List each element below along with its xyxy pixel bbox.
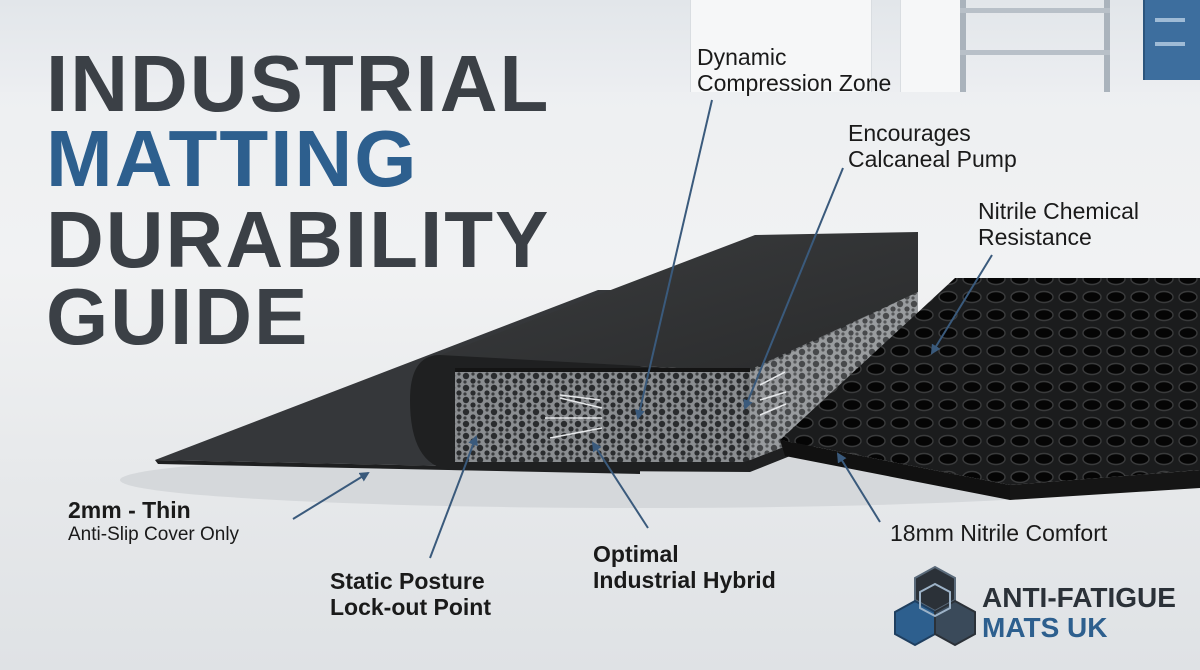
callout-text: Industrial Hybrid [593, 567, 776, 593]
callout-text: Anti-Slip Cover Only [68, 524, 240, 545]
arrow-nitrile-comfort [836, 452, 881, 523]
callout-text: Lock-out Point [330, 594, 491, 620]
callout-text: Calcaneal Pump [848, 146, 1017, 172]
callout-static-posture: Static Posture Lock-out Point [330, 568, 491, 620]
callout-dynamic-compression: Dynamic Compression Zone [697, 44, 891, 96]
callout-text: Dynamic [697, 44, 787, 70]
background-cabinet [1143, 0, 1200, 80]
callout-text: Resistance [978, 224, 1092, 250]
foam-core-side [745, 292, 918, 462]
title-line-3: DURABILITY [46, 195, 551, 284]
callout-calcaneal-pump: Encourages Calcaneal Pump [848, 120, 1017, 172]
perforated-surface [780, 278, 1200, 485]
arrow-calcaneal-pump [743, 167, 844, 410]
cabinet-handle [1155, 42, 1185, 46]
arrow-nitrile-resistance [930, 254, 993, 355]
background-shelving [960, 0, 1140, 92]
cabinet-handle [1155, 18, 1185, 22]
callout-optimal-hybrid: Optimal Industrial Hybrid [593, 541, 776, 593]
airflow-arrows [545, 371, 787, 439]
callout-nitrile-comfort: 18mm Nitrile Comfort [890, 520, 1107, 546]
shelf-rail [960, 8, 1110, 13]
shelf-rail [960, 50, 1110, 55]
background-wall [0, 0, 1200, 92]
arrow-static-posture [429, 435, 478, 559]
shelf-post [960, 0, 966, 92]
shelf-post [1104, 0, 1110, 92]
logo-line-1: ANTI-FATIGUE [982, 582, 1176, 613]
callout-text: Nitrile Chemical [978, 198, 1140, 224]
title-line-2: MATTING [46, 114, 419, 203]
callout-heading: 2mm - Thin [68, 497, 191, 523]
arrow-optimal-hybrid [591, 441, 649, 529]
callout-text: Optimal [593, 541, 679, 567]
callout-text: Encourages [848, 120, 971, 146]
wall-panel [690, 0, 872, 92]
callout-text: Compression Zone [697, 70, 892, 96]
callout-nitrile-resistance: Nitrile Chemical Resistance [978, 198, 1139, 250]
arrow-dynamic-compression [634, 99, 713, 420]
arrow-thin-cover [292, 471, 370, 520]
callout-thin-cover: 2mm - Thin Anti-Slip Cover Only [68, 497, 239, 547]
logo-line-2: MATS UK [982, 612, 1108, 643]
callout-text: 18mm Nitrile Comfort [890, 520, 1108, 546]
hybrid-mat-top [440, 232, 918, 372]
foam-core [455, 372, 745, 462]
hexagon-cluster-icon [894, 565, 976, 647]
callout-text: Static Posture [330, 568, 485, 594]
title-line-1: INDUSTRIAL [46, 39, 551, 128]
title-line-4: GUIDE [46, 272, 310, 361]
